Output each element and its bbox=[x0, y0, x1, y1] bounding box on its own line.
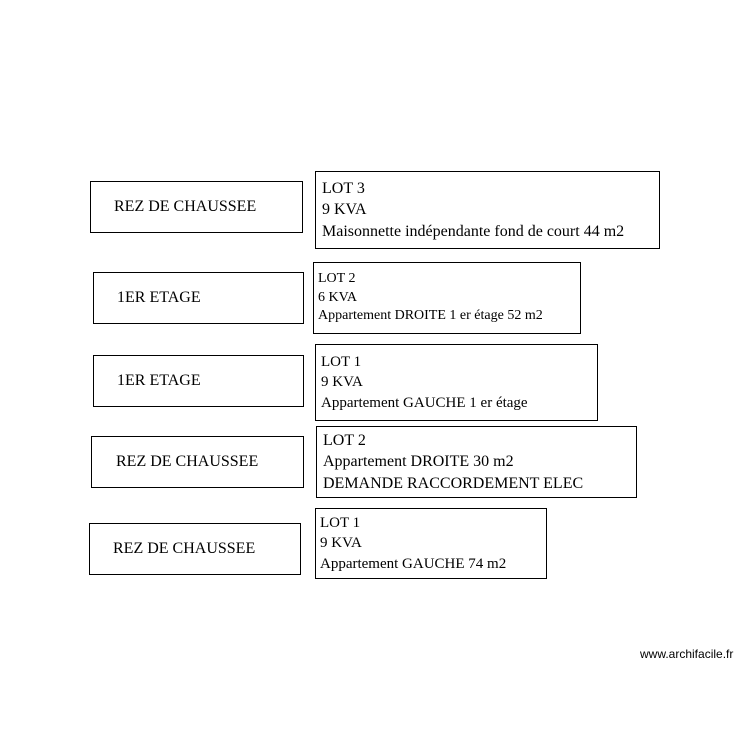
floor-label: REZ DE CHAUSSEE bbox=[114, 198, 257, 215]
floor-box-rez-de-chaussee-2: REZ DE CHAUSSEE bbox=[91, 436, 304, 488]
lot-number: LOT 2 bbox=[323, 431, 366, 449]
floor-label: REZ DE CHAUSSEE bbox=[113, 540, 256, 557]
lot-box-lot-1-rdc: LOT 1 9 KVA Appartement GAUCHE 74 m2 bbox=[315, 508, 547, 579]
lot-box-lot-2-rdc: LOT 2 Appartement DROITE 30 m2 DEMANDE R… bbox=[316, 426, 637, 498]
lot-power: 6 KVA bbox=[318, 289, 358, 305]
floor-box-1er-etage-1: 1ER ETAGE bbox=[93, 272, 304, 324]
lot-description: Appartement DROITE 30 m2 bbox=[323, 453, 514, 471]
lot-number: LOT 1 bbox=[321, 354, 362, 371]
lot-number: LOT 3 bbox=[322, 179, 365, 197]
lot-box-lot-2-etage: LOT 2 6 KVA Appartement DROITE 1 er étag… bbox=[313, 262, 581, 334]
lot-description: Appartement GAUCHE 1 er étage bbox=[321, 394, 528, 411]
lot-description: Appartement DROITE 1 er étage 52 m2 bbox=[318, 308, 543, 324]
floor-label: 1ER ETAGE bbox=[117, 372, 201, 389]
floor-box-1er-etage-2: 1ER ETAGE bbox=[93, 355, 304, 407]
lot-description: Appartement GAUCHE 74 m2 bbox=[320, 555, 507, 572]
floor-label: REZ DE CHAUSSEE bbox=[116, 453, 259, 470]
floor-box-rez-de-chaussee-1: REZ DE CHAUSSEE bbox=[90, 181, 303, 233]
lot-number: LOT 2 bbox=[318, 270, 356, 286]
lot-power: 9 KVA bbox=[320, 535, 362, 552]
lot-box-lot-3: LOT 3 9 KVA Maisonnette indépendante fon… bbox=[315, 171, 660, 249]
lot-power: 9 KVA bbox=[321, 374, 363, 391]
lot-request: DEMANDE RACCORDEMENT ELEC bbox=[323, 474, 584, 492]
watermark: www.archifacile.fr bbox=[640, 647, 734, 661]
floor-label: 1ER ETAGE bbox=[117, 289, 201, 306]
lot-description: Maisonnette indépendante fond de court 4… bbox=[322, 222, 625, 240]
floor-box-rez-de-chaussee-3: REZ DE CHAUSSEE bbox=[89, 523, 301, 575]
lot-power: 9 KVA bbox=[322, 201, 367, 219]
lot-number: LOT 1 bbox=[320, 515, 361, 532]
lot-box-lot-1-etage: LOT 1 9 KVA Appartement GAUCHE 1 er étag… bbox=[315, 344, 598, 421]
